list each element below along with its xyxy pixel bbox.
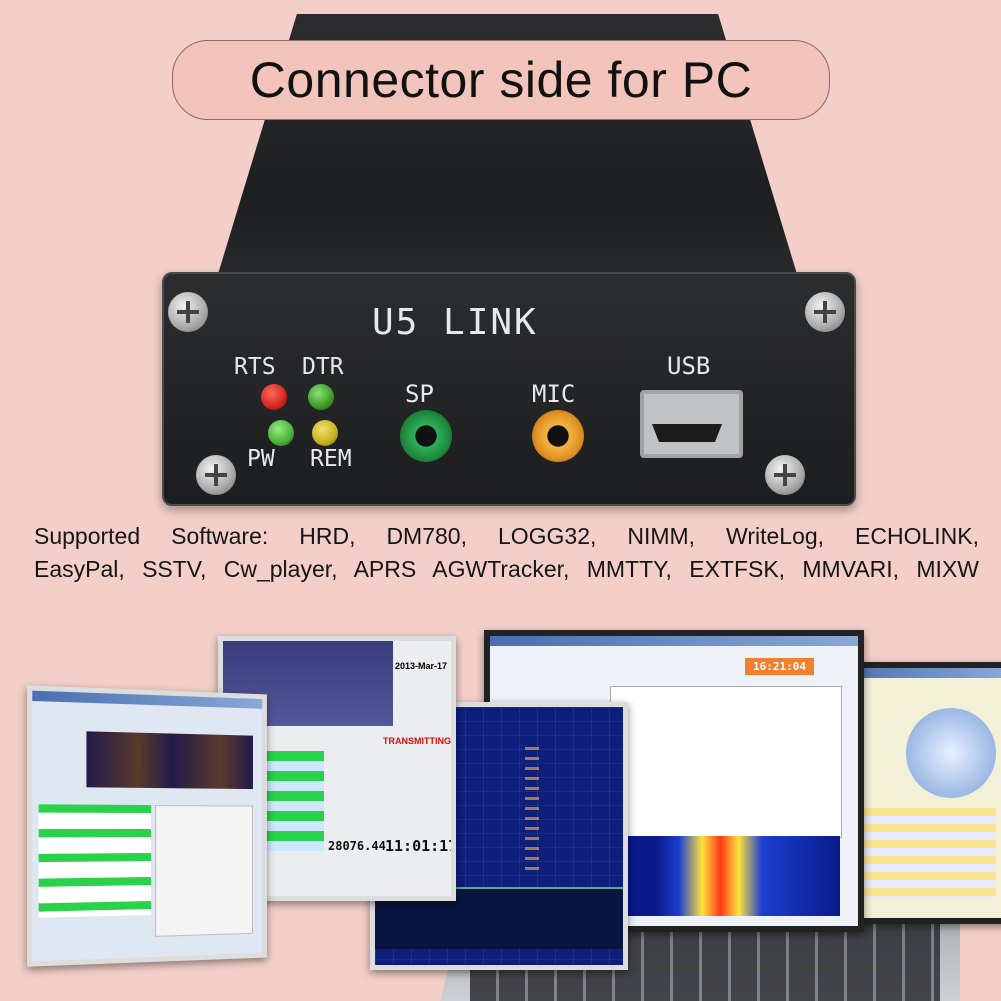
pw-label: PW bbox=[247, 446, 275, 472]
logger-screenshot bbox=[27, 685, 267, 967]
rts-label: RTS bbox=[234, 354, 276, 380]
rem-led bbox=[312, 420, 338, 446]
usb-label: USB bbox=[667, 352, 711, 380]
usb-port bbox=[640, 390, 743, 458]
screw-icon bbox=[805, 292, 845, 332]
frequency-readout: 28076.44 bbox=[328, 839, 386, 853]
screw-icon bbox=[168, 292, 208, 332]
supported-software: Supported Software: HRD, DM780, LOGG32, … bbox=[34, 520, 979, 586]
window-titlebar bbox=[32, 690, 263, 709]
waterfall-display bbox=[86, 731, 253, 790]
globe-map bbox=[906, 708, 996, 798]
time-readout: 11:01:17 bbox=[385, 837, 456, 855]
mic-jack bbox=[532, 410, 584, 462]
settings-panel bbox=[154, 805, 253, 937]
screw-icon bbox=[196, 455, 236, 495]
window-titlebar bbox=[836, 668, 1001, 678]
transmitting-status: TRANSMITTING bbox=[383, 736, 451, 746]
pw-led bbox=[268, 420, 294, 446]
decode-pane bbox=[610, 686, 842, 838]
log-table bbox=[846, 808, 996, 898]
date-readout: 2013-Mar-17 bbox=[395, 661, 448, 671]
waterfall-display bbox=[610, 836, 840, 916]
software-line-1: Supported Software: HRD, DM780, LOGG32, … bbox=[34, 523, 979, 549]
screw-icon bbox=[765, 455, 805, 495]
qso-list bbox=[38, 804, 151, 918]
window-titlebar bbox=[490, 636, 858, 646]
signal-trace bbox=[525, 747, 539, 877]
sp-jack bbox=[400, 410, 452, 462]
sp-label: SP bbox=[405, 380, 434, 408]
orange-clock: 16:21:04 bbox=[745, 658, 814, 675]
software-line-2: EasyPal, SSTV, Cw_player, APRS AGWTracke… bbox=[34, 556, 979, 582]
mic-label: MIC bbox=[532, 380, 576, 408]
title-banner: Connector side for PC bbox=[172, 40, 830, 120]
dtr-led bbox=[308, 384, 334, 410]
rts-led bbox=[261, 384, 287, 410]
rem-label: REM bbox=[310, 446, 352, 472]
banner-title: Connector side for PC bbox=[249, 52, 753, 108]
dtr-label: DTR bbox=[302, 354, 344, 380]
model-label: U5 LINK bbox=[372, 302, 538, 343]
